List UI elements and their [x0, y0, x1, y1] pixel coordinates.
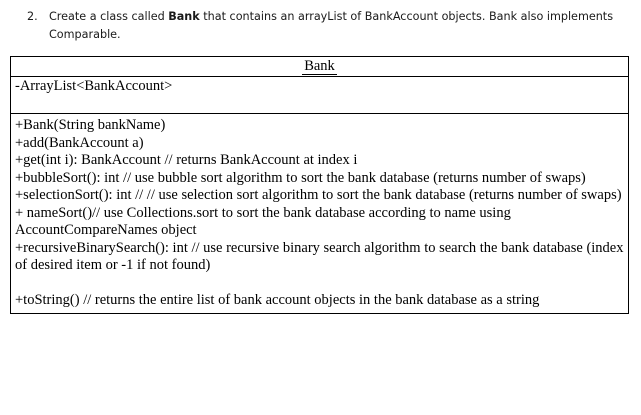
- uml-method-blank-line: [15, 275, 624, 292]
- uml-methods-row: +Bank(String bankName) +add(BankAccount …: [11, 114, 628, 313]
- instruction-text: Create a class called Bank that contains…: [49, 8, 627, 44]
- uml-method-line: +get(int i): BankAccount // returns Bank…: [15, 152, 358, 168]
- uml-method-line: +toString() // returns the entire list o…: [15, 291, 540, 308]
- uml-attributes-row: -ArrayList<BankAccount>: [11, 77, 628, 114]
- uml-method-line: +add(BankAccount a): [15, 134, 144, 151]
- uml-class-name-row: Bank: [11, 57, 628, 77]
- uml-method-line: +bubbleSort(): int // use bubble sort al…: [15, 169, 586, 186]
- uml-method-line: + nameSort()// use Collections.sort to s…: [15, 204, 511, 239]
- instruction-bold-term: Bank: [168, 10, 200, 23]
- uml-attribute-line: -ArrayList<BankAccount>: [15, 78, 173, 94]
- uml-class-box: Bank -ArrayList<BankAccount> +Bank(Strin…: [10, 56, 629, 314]
- instruction-item: 2. Create a class called Bank that conta…: [27, 8, 627, 44]
- instruction-number: 2.: [27, 10, 38, 23]
- uml-method-line: +selectionSort(): int // // use selectio…: [15, 187, 622, 203]
- uml-method-line: +recursiveBinarySearch(): int // use rec…: [15, 239, 624, 274]
- instruction-text-after: that contains an arrayList of BankAccoun…: [49, 10, 614, 41]
- uml-method-line: +Bank(String bankName): [15, 117, 166, 133]
- instruction-text-before: Create a class called: [49, 10, 169, 23]
- uml-class-name: Bank: [302, 58, 337, 75]
